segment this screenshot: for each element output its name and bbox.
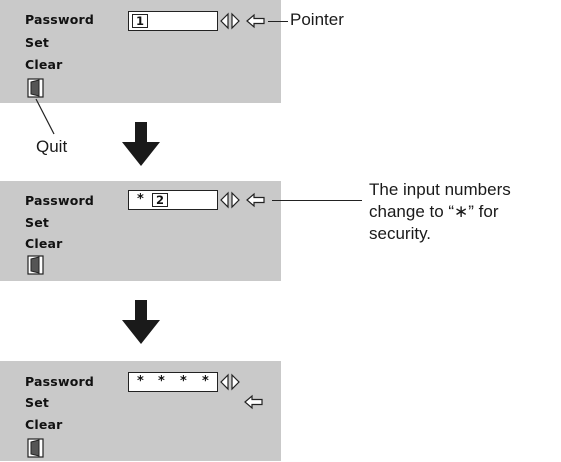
left-right-arrows-icon[interactable] [219,373,241,391]
door-icon[interactable] [27,438,45,458]
menu-item-set[interactable]: Set [25,35,50,50]
menu-item-password[interactable]: Password [25,12,94,27]
password-field[interactable]: * * * * [128,372,218,392]
password-field[interactable]: 1 [128,11,218,31]
door-icon[interactable] [27,255,45,275]
security-note-line-2: change to “∗” for [369,202,499,221]
masked-digit: * [202,374,209,389]
masked-digit: * [137,374,144,389]
down-arrow-icon [122,300,160,344]
active-digit-box[interactable]: 2 [152,193,168,207]
active-digit-box[interactable]: 1 [132,14,148,28]
password-field[interactable]: * 2 [128,190,218,210]
menu-item-clear[interactable]: Clear [25,57,63,72]
masked-digit: * [158,374,165,389]
menu-item-password[interactable]: Password [25,374,94,389]
masked-digit: * [137,192,144,207]
menu-panel-step-3: Password Set Clear * * * * [0,361,281,461]
hollow-left-arrow-icon [246,13,265,29]
quit-leader-line [35,98,55,135]
left-right-arrows-icon[interactable] [219,191,241,209]
menu-item-clear[interactable]: Clear [25,236,63,251]
masked-digit: * [180,374,187,389]
menu-item-set[interactable]: Set [25,395,50,410]
security-leader-line [272,200,362,201]
pointer-leader-line [268,21,288,22]
left-right-arrows-icon[interactable] [219,12,241,30]
down-arrow-icon [122,122,160,166]
pointer-label: Pointer [290,10,344,29]
menu-panel-step-2: Password Set Clear * 2 [0,181,281,281]
security-note-line-1: The input numbers [369,180,511,199]
menu-item-clear[interactable]: Clear [25,417,63,432]
quit-label: Quit [36,137,68,156]
menu-panel-step-1: Password Set Clear 1 [0,0,281,103]
menu-item-password[interactable]: Password [25,193,94,208]
door-icon[interactable] [27,78,45,98]
menu-item-set[interactable]: Set [25,215,50,230]
hollow-left-arrow-icon [244,394,263,410]
security-note-line-3: security. [369,224,432,243]
hollow-left-arrow-icon [246,192,265,208]
